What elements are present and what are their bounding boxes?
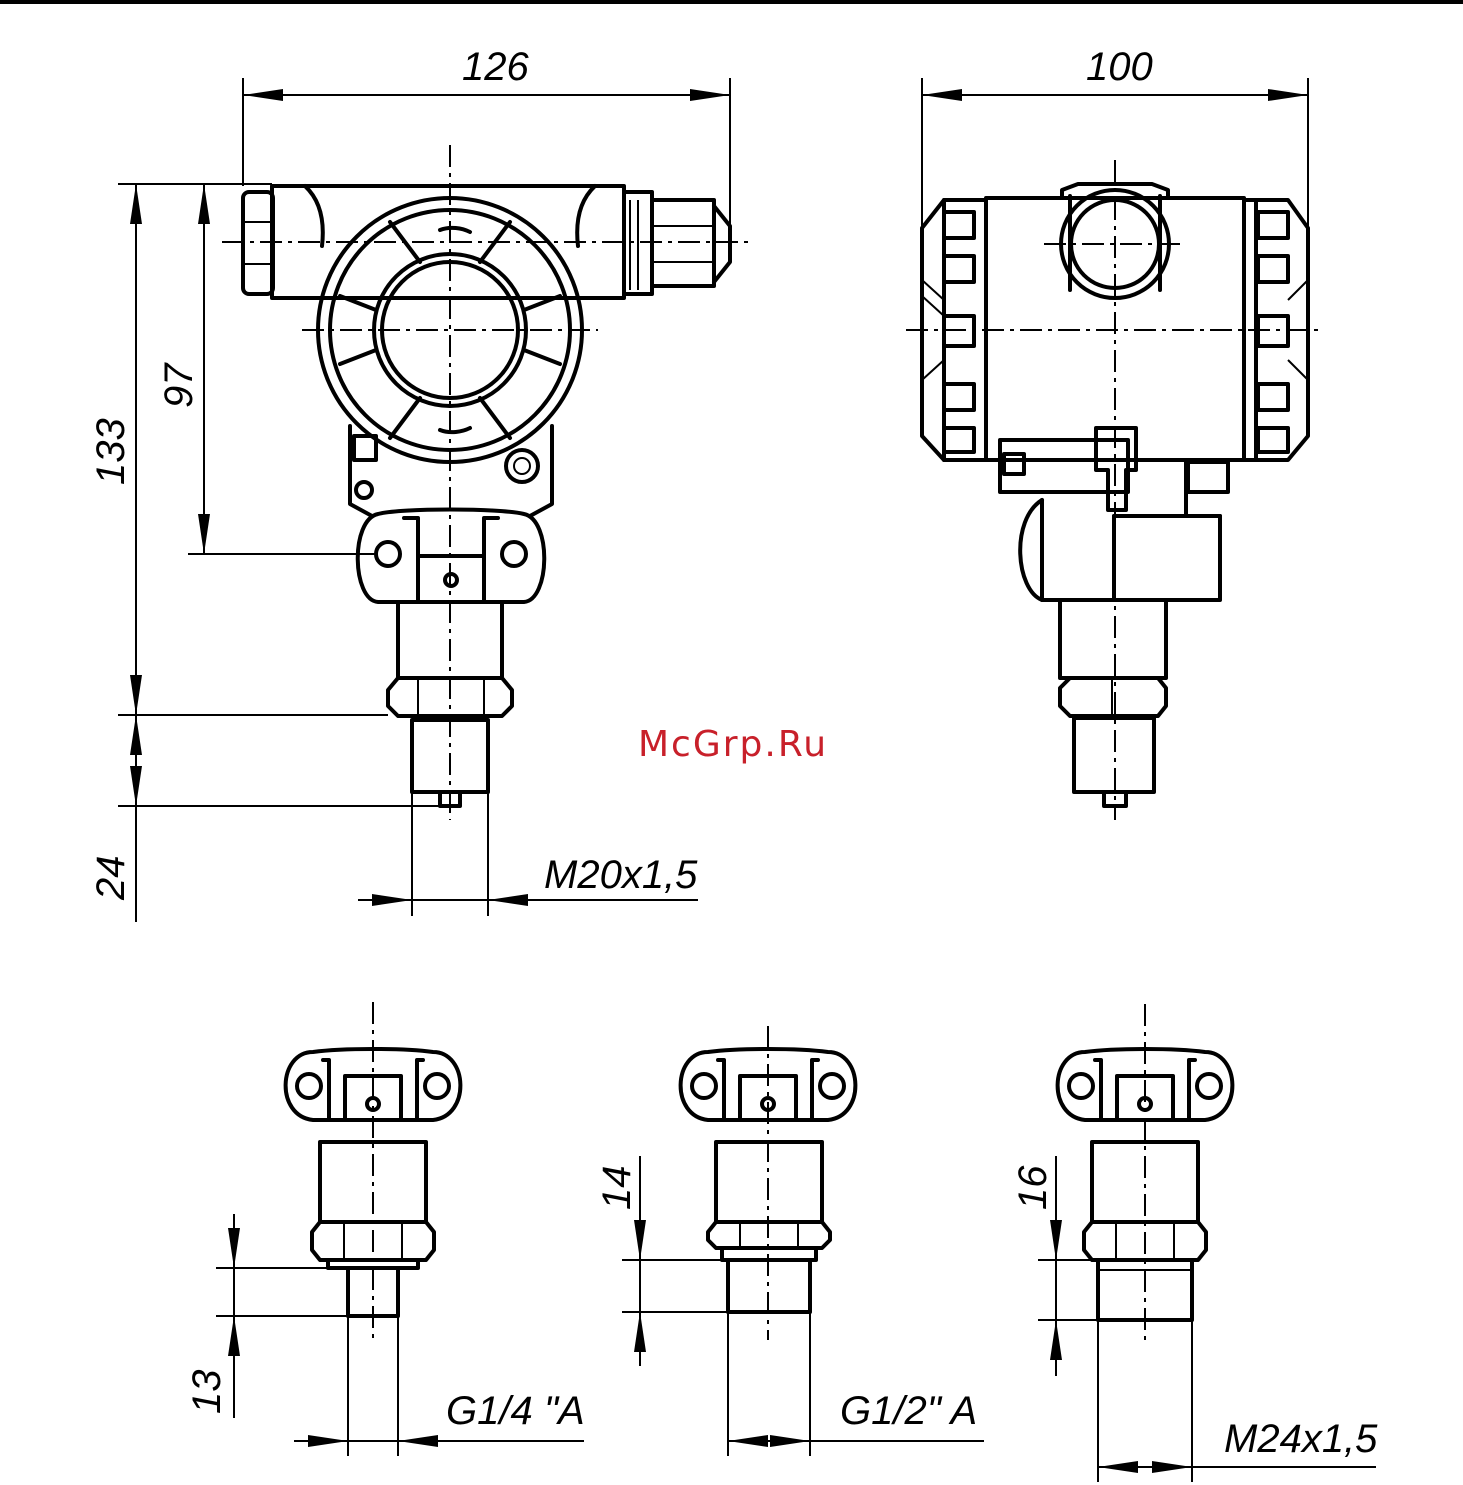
dim-14-label: 14 <box>595 1166 639 1211</box>
fitting-m24: 16 M24x1,5 <box>1011 1004 1378 1482</box>
dim-126-label: 126 <box>462 45 529 89</box>
dim-133-label: 133 <box>89 418 133 485</box>
dim-97: 97 <box>157 184 376 554</box>
dim-16-label: 16 <box>1011 1165 1055 1210</box>
dim-24: 24 <box>89 715 440 922</box>
dim-13-label: 13 <box>185 1370 229 1415</box>
dim-100-label: 100 <box>1086 45 1153 89</box>
dim-m24-label: M24x1,5 <box>1224 1417 1378 1461</box>
side-view <box>906 160 1322 820</box>
dim-m20-label: M20x1,5 <box>544 853 698 897</box>
fitting-g12: 14 G1/2" A <box>595 1026 984 1456</box>
dim-133: 133 <box>89 184 388 715</box>
dim-g12-label: G1/2" A <box>840 1389 977 1433</box>
fitting-g14: 13 G1/4 "A <box>185 1002 585 1456</box>
dim-97-label: 97 <box>157 362 201 408</box>
dim-24-label: 24 <box>89 856 133 902</box>
watermark-text: McGrp.Ru <box>638 724 828 765</box>
dim-g14-label: G1/4 "A <box>446 1389 585 1433</box>
dim-m20: M20x1,5 <box>358 792 698 916</box>
front-view <box>222 145 748 820</box>
